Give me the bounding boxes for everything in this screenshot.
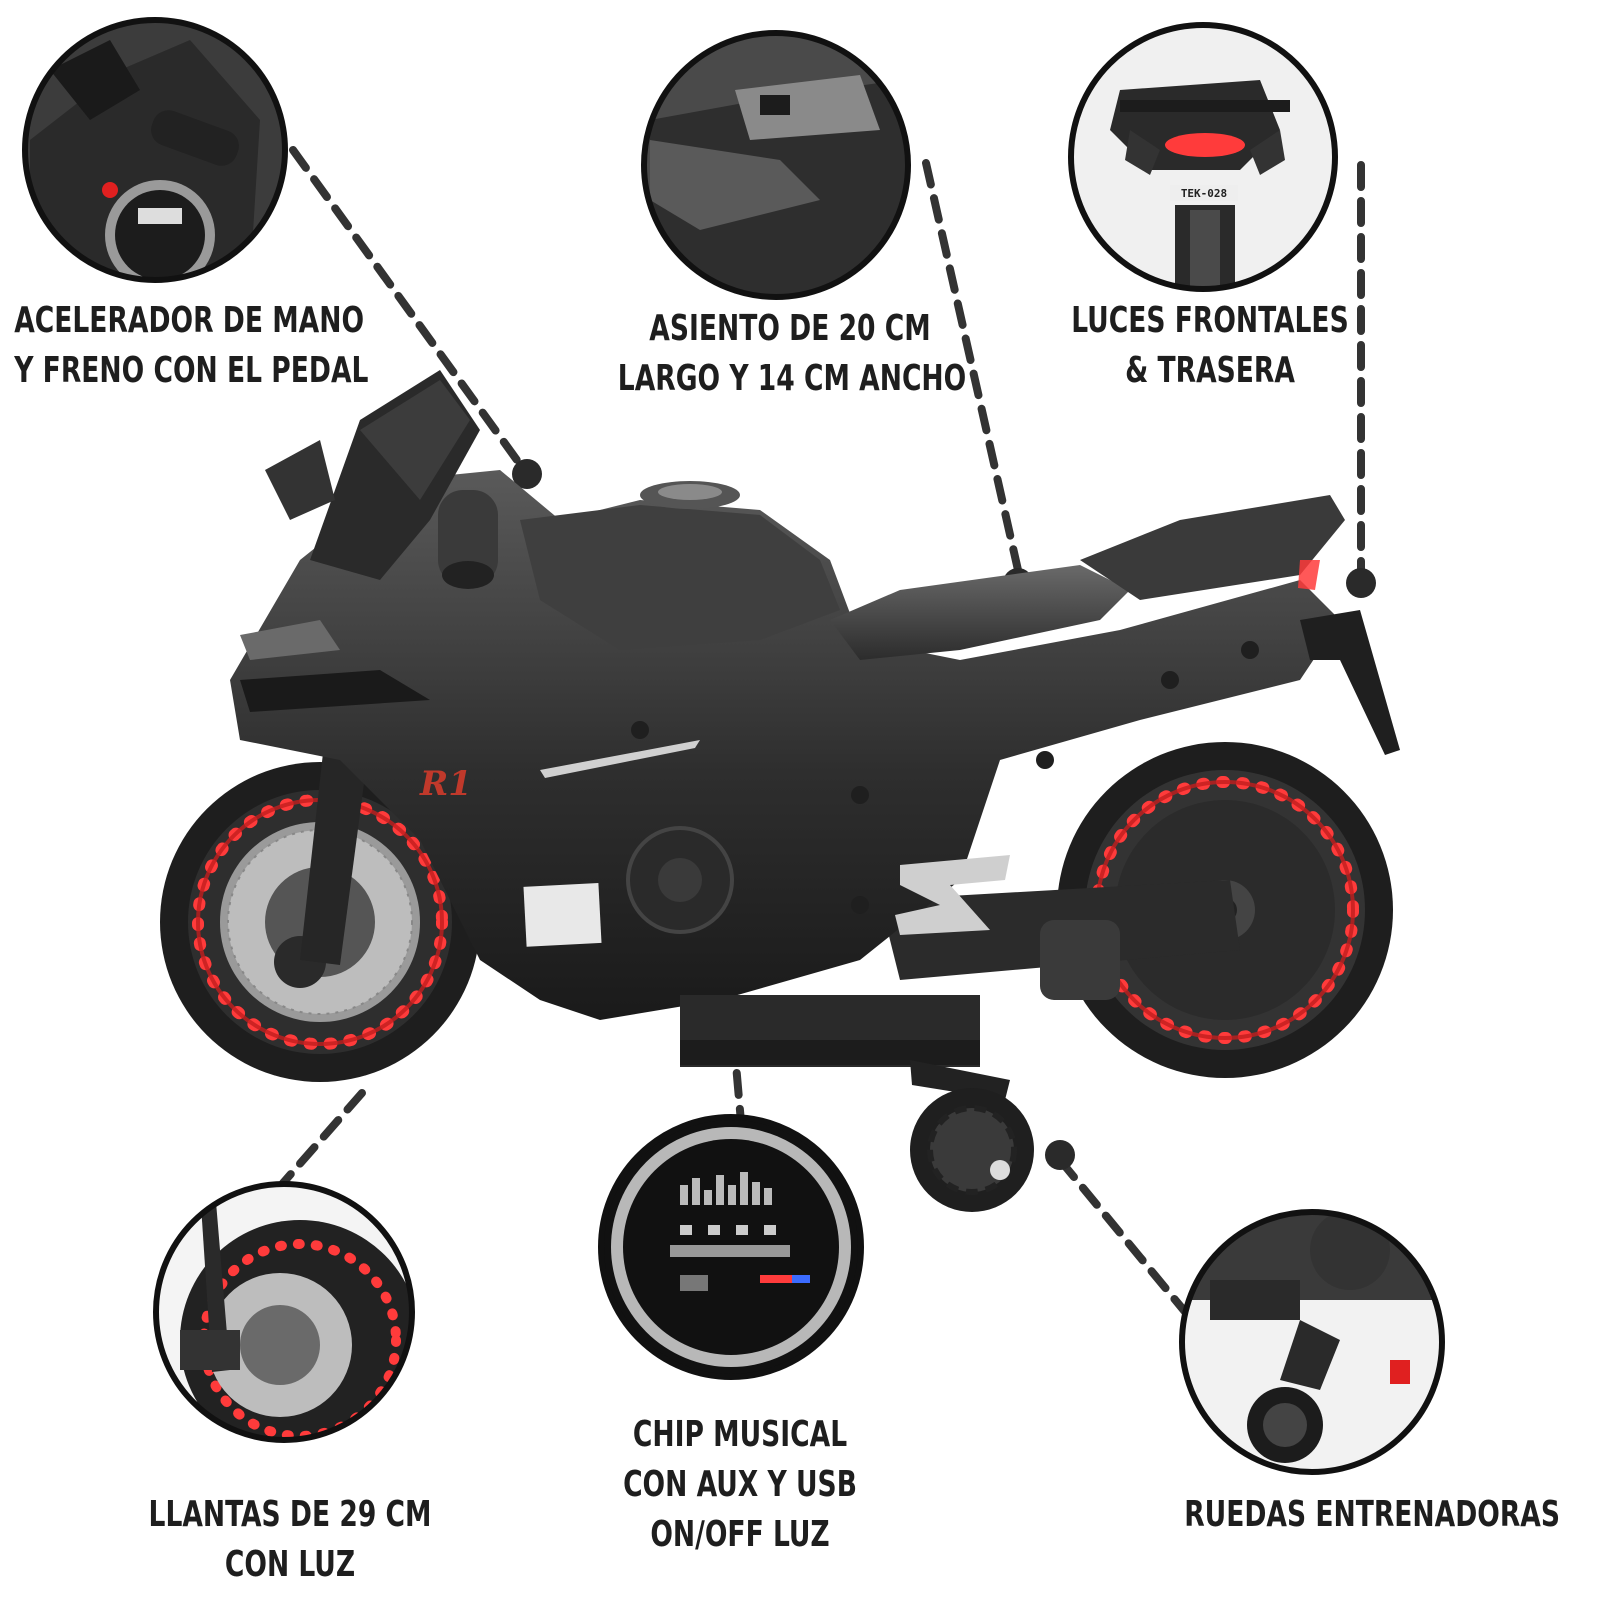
callout-lights-line1: LUCES FRONTALES: [1071, 300, 1349, 341]
motorcycle: R1: [160, 370, 1400, 1212]
connector-seat: [922, 159, 1022, 574]
callout-chip-line3: ON/OFF LUZ: [650, 1514, 830, 1555]
callout-trainers: RUEDAS ENTRENADORAS: [1184, 1490, 1560, 1540]
connector-throttle: [289, 146, 531, 478]
callout-seat-line2: LARGO Y 14 CM ANCHO: [617, 358, 967, 399]
callout-lights-line2: & TRASERA: [1125, 350, 1295, 391]
fairing-badge: R1: [419, 764, 472, 804]
dot-throttle: [512, 459, 542, 489]
callout-seat-line1: ASIENTO DE 20 CM: [649, 308, 931, 349]
callout-chip: CHIP MUSICAL CON AUX Y USB ON/OFF LUZ: [601, 1410, 880, 1560]
detail-seat: [641, 30, 911, 300]
dot-lights: [1346, 568, 1376, 598]
callout-seat: ASIENTO DE 20 CM LARGO Y 14 CM ANCHO: [617, 304, 967, 404]
detail-chip: [598, 1114, 864, 1380]
training-wheel: [910, 1060, 1034, 1212]
connector-tires: [279, 1089, 366, 1187]
detail-throttle: [22, 17, 288, 283]
callout-tires-line2: CON LUZ: [224, 1544, 356, 1585]
dot-trainers: [1045, 1140, 1075, 1170]
callout-throttle-line1: ACELERADOR DE MANO: [14, 300, 365, 341]
callout-throttle: ACELERADOR DE MANO Y FRENO CON EL PEDAL: [14, 296, 369, 396]
connector-trainers: [1056, 1156, 1204, 1334]
detail-trainers: [1179, 1209, 1445, 1475]
plate-text: TEK-028: [1181, 187, 1227, 200]
callout-trainers-line1: RUEDAS ENTRENADORAS: [1184, 1494, 1560, 1535]
callout-tires-line1: LLANTAS DE 29 CM: [148, 1494, 432, 1535]
callout-chip-line1: CHIP MUSICAL: [632, 1414, 848, 1455]
callout-throttle-line2: Y FRENO CON EL PEDAL: [14, 350, 369, 391]
callout-tires: LLANTAS DE 29 CM CON LUZ: [142, 1490, 437, 1590]
detail-tires: [153, 1181, 415, 1443]
callout-chip-line2: CON AUX Y USB: [623, 1464, 857, 1505]
callout-lights: LUCES FRONTALES & TRASERA: [1071, 296, 1350, 396]
detail-lights: TEK-028: [1068, 22, 1338, 292]
